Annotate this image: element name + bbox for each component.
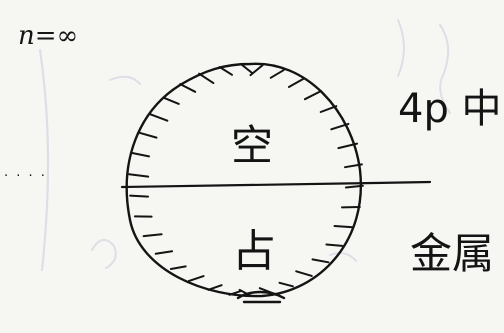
hatch-tick	[139, 133, 156, 138]
hatch-tick	[156, 251, 172, 254]
hatch-tick	[296, 271, 312, 276]
hatch-tick	[241, 64, 252, 73]
hatch-tick	[130, 196, 148, 197]
hatch-tick	[220, 67, 232, 75]
hatch-tick	[326, 245, 342, 246]
hatch-tick	[251, 65, 263, 75]
hatch-tick	[208, 285, 221, 290]
label-right-upper: 4p 中	[398, 86, 502, 132]
hatch-tick	[335, 226, 353, 227]
hatch-tick	[132, 153, 149, 156]
label-right-lower: 金属	[410, 229, 494, 278]
hatch-tick	[321, 106, 337, 112]
label-lower-region: 占	[232, 226, 276, 277]
hatch-tick	[199, 74, 213, 83]
label-n-infinity: n=∞	[18, 21, 78, 51]
hatch-tick	[129, 174, 148, 176]
hatch-tick	[271, 70, 284, 78]
hatch-tick	[289, 79, 303, 87]
hatch-tick	[280, 283, 293, 287]
left-dots: · · · ·	[4, 169, 47, 184]
divider-line	[122, 182, 430, 187]
hatch-tick	[189, 276, 204, 281]
hatch-tick	[144, 234, 162, 236]
hatch-tick	[313, 259, 329, 262]
label-upper-region: 空	[231, 121, 273, 170]
hatch-tick	[150, 114, 168, 121]
hatch-tick	[180, 84, 195, 92]
hatch-tick	[164, 98, 179, 104]
hatch-tick	[171, 266, 186, 269]
hatch-tick	[305, 91, 321, 99]
